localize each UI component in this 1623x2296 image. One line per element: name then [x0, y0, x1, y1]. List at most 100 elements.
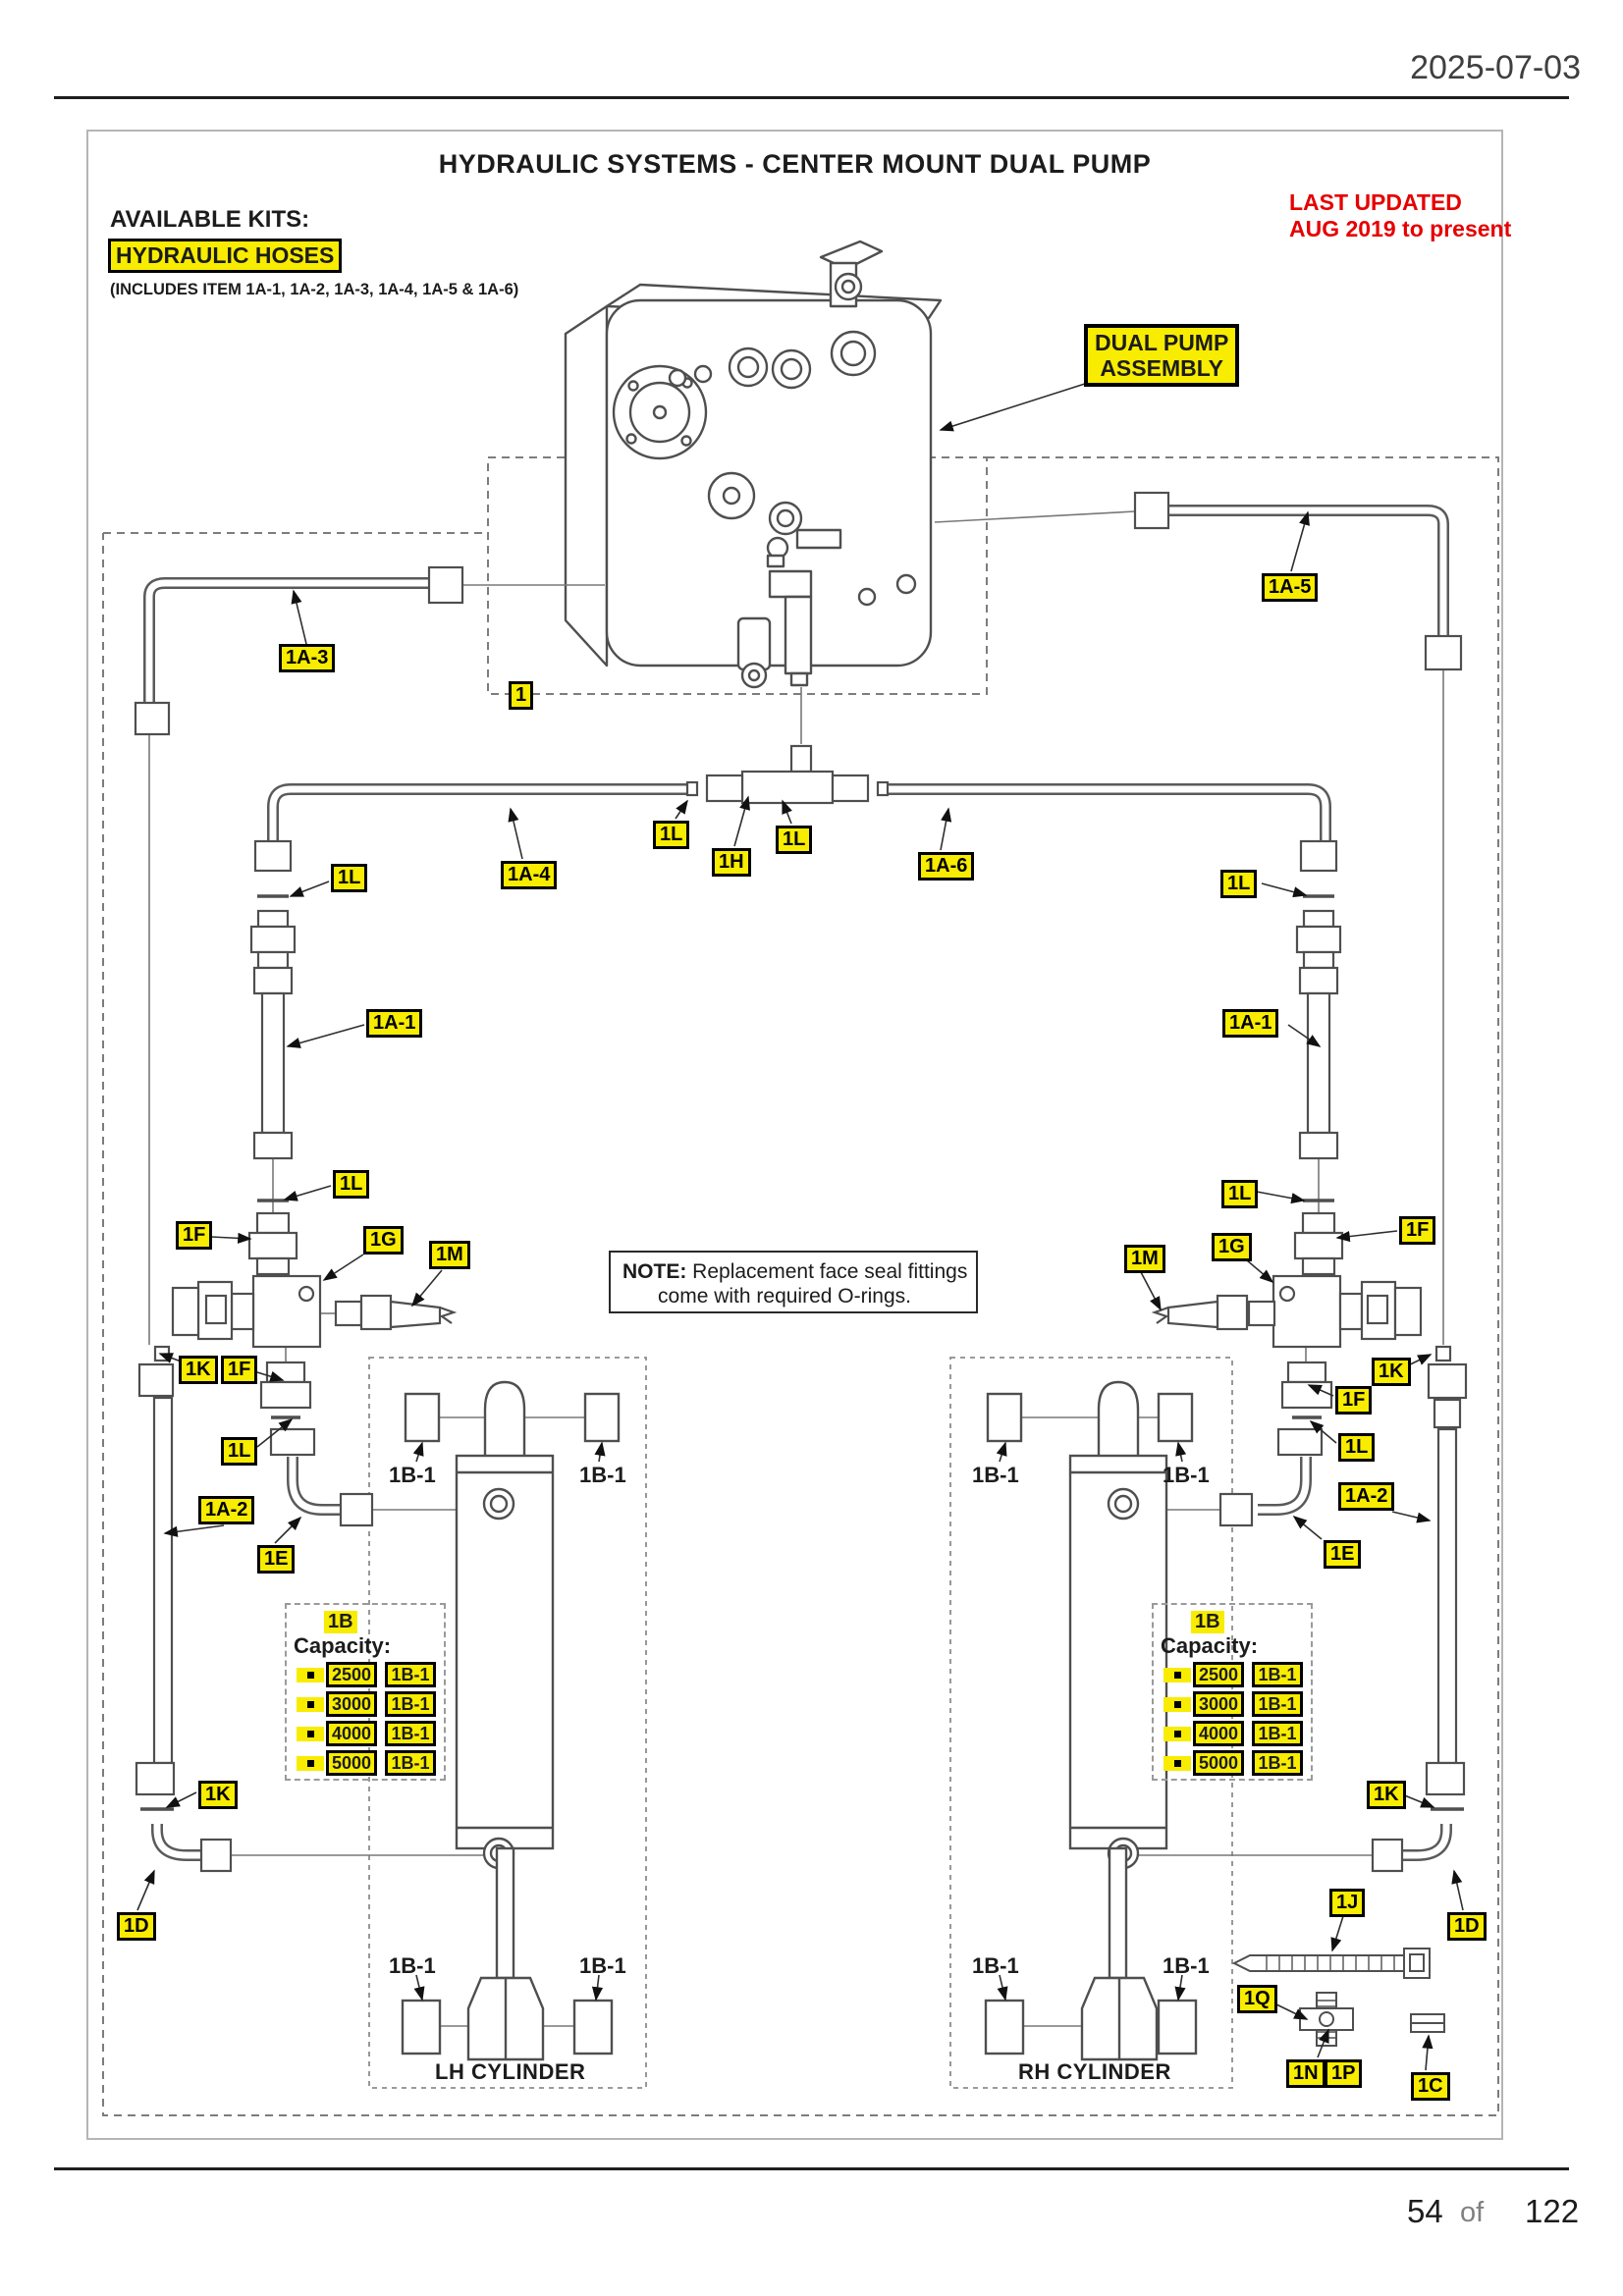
bullet-icon [1163, 1696, 1191, 1712]
capacity-part: 1B-1 [385, 1691, 437, 1717]
capacity-row: 3000 1B-1 [1163, 1689, 1304, 1719]
callout-1m-right: 1M [1124, 1245, 1165, 1273]
callout-1a2-right: 1A-2 [1338, 1482, 1395, 1511]
bullet-icon [297, 1696, 324, 1712]
footer-rule [54, 2167, 1569, 2170]
callout-1q: 1Q [1237, 1985, 1277, 2013]
label-1b1-rh-top-right: 1B-1 [1163, 1463, 1210, 1487]
footer-total-pages: 122 [1525, 2193, 1580, 2229]
last-updated-line1: LAST UPDATED [1289, 189, 1462, 215]
lh-cylinder-label: LH CYLINDER [435, 2059, 586, 2084]
capacity-heading: Capacity: [294, 1633, 392, 1658]
callout-1a4: 1A-4 [501, 861, 558, 889]
capacity-value: 4000 [1193, 1721, 1245, 1746]
note-box: NOTE: Replacement face seal fittings com… [609, 1251, 978, 1313]
callout-1g-right: 1G [1212, 1233, 1252, 1261]
callout-1f-left-lower: 1F [221, 1356, 258, 1384]
kit-1b-label: 1B [1191, 1611, 1224, 1633]
callout-1k-bottom-right: 1K [1367, 1781, 1406, 1809]
capacity-row: 5000 1B-1 [1163, 1748, 1304, 1778]
capacity-part: 1B-1 [1252, 1721, 1304, 1746]
capacity-value: 4000 [326, 1721, 378, 1746]
note-line2: come with required O-rings. [658, 1285, 911, 1308]
capacity-row: 4000 1B-1 [297, 1719, 437, 1748]
label-1b1-lh-bottom-left: 1B-1 [389, 1953, 436, 1978]
callout-1c: 1C [1411, 2072, 1450, 2101]
callout-1a1-left: 1A-1 [366, 1009, 423, 1038]
callout-1l-top-right: 1L [1220, 870, 1258, 898]
callout-1l-top-left: 1L [331, 864, 368, 892]
page-title: HYDRAULIC SYSTEMS - CENTER MOUNT DUAL PU… [438, 149, 1152, 179]
callout-1e-left: 1E [257, 1545, 296, 1574]
callout-item-1: 1 [509, 681, 534, 710]
capacity-part: 1B-1 [1252, 1750, 1304, 1776]
callout-1d-left: 1D [117, 1912, 156, 1941]
capacity-part: 1B-1 [385, 1750, 437, 1776]
capacity-value: 2500 [1193, 1662, 1245, 1687]
capacity-value: 2500 [326, 1662, 378, 1687]
label-1b1-lh-bottom-right: 1B-1 [579, 1953, 626, 1978]
callout-1f-left: 1F [176, 1221, 213, 1250]
capacity-part: 1B-1 [1252, 1691, 1304, 1717]
capacity-row: 4000 1B-1 [1163, 1719, 1304, 1748]
bullet-icon [1163, 1755, 1191, 1771]
callout-1a3: 1A-3 [279, 644, 336, 672]
callout-1l-tee-right: 1L [776, 826, 813, 854]
callout-1h-tee: 1H [712, 848, 751, 877]
callout-1a5: 1A-5 [1262, 573, 1319, 602]
label-1b1-rh-bottom-left: 1B-1 [972, 1953, 1019, 1978]
footer-page-number: 54 [1407, 2193, 1443, 2229]
label-1b1-rh-bottom-right: 1B-1 [1163, 1953, 1210, 1978]
header-rule [54, 96, 1569, 99]
capacity-heading: Capacity: [1161, 1633, 1259, 1658]
rh-cylinder-label: RH CYLINDER [1018, 2059, 1171, 2084]
callout-1l-tee-left: 1L [653, 821, 690, 849]
content-frame [86, 130, 1503, 2140]
available-kits-heading: AVAILABLE KITS: [110, 206, 310, 233]
callout-1a6: 1A-6 [918, 852, 975, 881]
callout-1n: 1N [1286, 2059, 1325, 2088]
kit-includes-text: (INCLUDES ITEM 1A-1, 1A-2, 1A-3, 1A-4, 1… [110, 281, 519, 298]
callout-1m-left: 1M [429, 1241, 470, 1269]
callout-1l-low-left: 1L [221, 1437, 258, 1466]
capacity-row: 2500 1B-1 [297, 1660, 437, 1689]
capacity-value: 3000 [1193, 1691, 1245, 1717]
last-updated-line2: AUG 2019 to present [1289, 216, 1512, 241]
kit-name-highlight: HYDRAULIC HOSES [108, 239, 343, 273]
callout-1p: 1P [1325, 2059, 1363, 2088]
callout-1d-right: 1D [1447, 1912, 1487, 1941]
callout-1k-right: 1K [1372, 1358, 1411, 1386]
label-1b1-lh-top-left: 1B-1 [389, 1463, 436, 1487]
capacity-value: 3000 [326, 1691, 378, 1717]
bullet-icon [297, 1667, 324, 1682]
label-1b1-rh-top-left: 1B-1 [972, 1463, 1019, 1487]
capacity-part: 1B-1 [1252, 1662, 1304, 1687]
capacity-part: 1B-1 [385, 1721, 437, 1746]
callout-1j: 1J [1329, 1889, 1366, 1917]
callout-1l-mid-right: 1L [1221, 1180, 1259, 1208]
bullet-icon [1163, 1726, 1191, 1741]
page-date: 2025-07-03 [1410, 49, 1581, 86]
capacity-part: 1B-1 [385, 1662, 437, 1687]
pump-label-line1: DUAL PUMP [1095, 330, 1229, 355]
bullet-icon [1163, 1667, 1191, 1682]
callout-1k-left: 1K [179, 1356, 218, 1384]
callout-1a1-right: 1A-1 [1222, 1009, 1279, 1038]
capacity-value: 5000 [1193, 1750, 1245, 1776]
capacity-row: 2500 1B-1 [1163, 1660, 1304, 1689]
callout-1g-left: 1G [363, 1226, 404, 1255]
dual-pump-assembly-label: DUAL PUMP ASSEMBLY [1084, 324, 1240, 387]
bullet-icon [297, 1726, 324, 1741]
note-line1: Replacement face seal fittings [692, 1260, 968, 1283]
note-label: NOTE: [622, 1260, 687, 1283]
callout-1l-mid-left: 1L [333, 1170, 370, 1199]
kit-1b-label: 1B [324, 1611, 357, 1633]
last-updated-note: LAST UPDATED AUG 2019 to present [1289, 189, 1511, 242]
callout-1k-bottom-left: 1K [198, 1781, 238, 1809]
callout-1e-right: 1E [1324, 1540, 1362, 1569]
bullet-icon [297, 1755, 324, 1771]
